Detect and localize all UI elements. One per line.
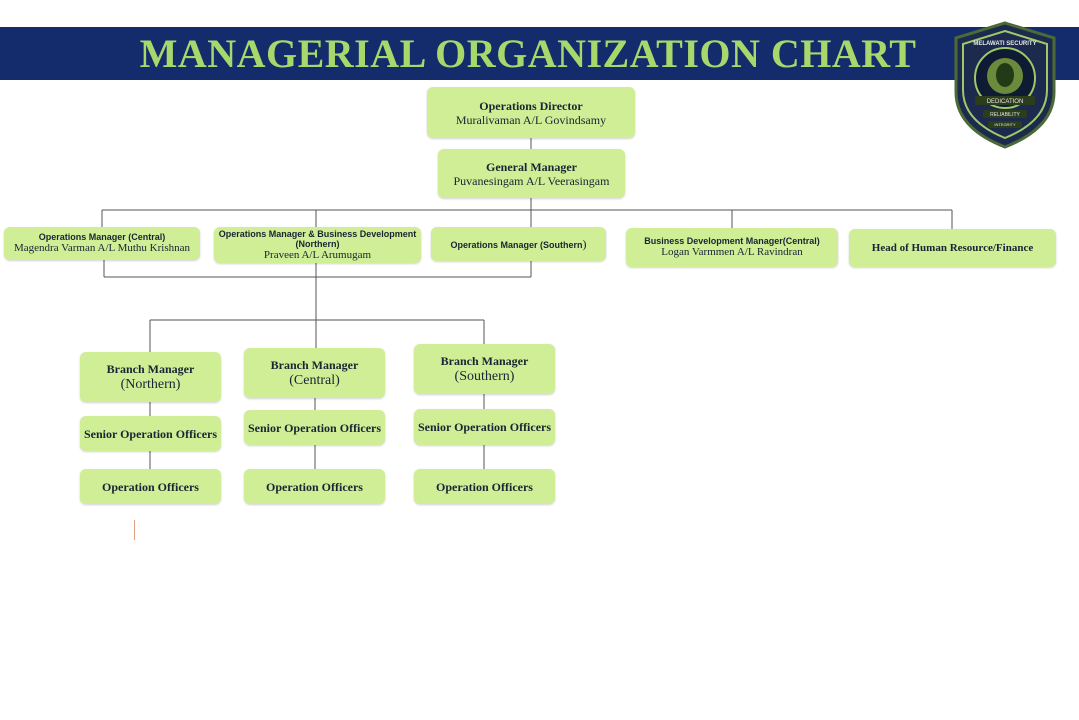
branch-manager-central-box: Branch Manager (Central) <box>244 348 385 398</box>
branch-region: (Southern) <box>454 368 515 384</box>
branch-manager-title: Branch Manager <box>270 357 359 372</box>
branch-region: (Central) <box>289 372 340 388</box>
senior-officers-label: Senior Operation Officers <box>247 420 382 435</box>
bd-manager-central-title: Business Development Manager(Central) <box>644 236 820 246</box>
hr-finance-title: Head of Human Resource/Finance <box>871 242 1034 254</box>
operations-manager-central-box: Operations Manager (Central) Magendra Va… <box>4 227 200 260</box>
senior-officers-central-box: Senior Operation Officers <box>244 410 385 445</box>
operations-manager-southern-title: Operations Manager (Southern <box>450 240 583 250</box>
branch-region: (Northern) <box>120 376 181 392</box>
logo-ribbon-dedication: DEDICATION <box>987 99 1024 105</box>
logo-ring-text: MELAWATI SECURITY <box>973 41 1036 47</box>
operations-director-box: Operations Director Muralivaman A/L Govi… <box>427 87 635 138</box>
operations-manager-bd-northern-box: Operations Manager & Business Developmen… <box>214 227 421 263</box>
branch-manager-title: Branch Manager <box>106 361 195 376</box>
operation-officers-label: Operation Officers <box>102 479 199 494</box>
operations-manager-southern-paren: ) <box>582 237 587 251</box>
senior-officers-northern-box: Senior Operation Officers <box>80 416 221 451</box>
branch-manager-northern-box: Branch Manager (Northern) <box>80 352 221 402</box>
general-manager-box: General Manager Puvanesingam A/L Veerasi… <box>438 149 625 198</box>
operation-officers-southern-box: Operation Officers <box>414 469 555 504</box>
operations-director-title: Operations Director <box>479 98 583 113</box>
logo-ribbon-reliability: RELIABILITY <box>990 112 1020 118</box>
bd-manager-central-box: Business Development Manager(Central) Lo… <box>626 228 838 267</box>
operations-manager-central-name: Magendra Varman A/L Muthu Krishnan <box>14 242 190 254</box>
operations-director-name: Muralivaman A/L Govindsamy <box>455 112 607 127</box>
operations-manager-bd-northern-name: Praveen A/L Arumugam <box>263 248 372 261</box>
hr-finance-box: Head of Human Resource/Finance <box>849 229 1056 267</box>
senior-officers-label: Senior Operation Officers <box>417 420 552 434</box>
senior-officers-label: Senior Operation Officers <box>83 426 218 441</box>
title-banner <box>0 27 1079 80</box>
general-manager-title: General Manager <box>486 159 577 174</box>
operation-officers-central-box: Operation Officers <box>244 469 385 504</box>
branch-manager-southern-box: Branch Manager (Southern) <box>414 344 555 394</box>
chart-title: MANAGERIAL ORGANIZATION CHART <box>139 31 917 76</box>
operation-officers-label: Operation Officers <box>266 479 363 494</box>
operations-manager-southern-title-line: Operations Manager (Southern) <box>450 235 586 253</box>
security-logo: MELAWATI SECURITY DEDICATION RELIABILITY… <box>954 21 1056 149</box>
stray-mark <box>134 520 135 540</box>
operation-officers-northern-box: Operation Officers <box>80 469 221 504</box>
bd-manager-central-name: Logan Varmmen A/L Ravindran <box>661 246 803 258</box>
operation-officers-label: Operation Officers <box>436 479 533 494</box>
senior-officers-southern-box: Senior Operation Officers <box>414 409 555 445</box>
operations-manager-central-title: Operations Manager (Central) <box>38 232 166 242</box>
operations-manager-bd-northern-title: Operations Manager & Business Developmen… <box>218 228 417 249</box>
general-manager-name: Puvanesingam A/L Veerasingam <box>453 173 610 188</box>
operations-manager-southern-box: Operations Manager (Southern) <box>431 227 606 261</box>
branch-manager-title: Branch Manager <box>440 353 529 368</box>
logo-ribbon-integrity: INTEGRITY <box>994 122 1016 127</box>
